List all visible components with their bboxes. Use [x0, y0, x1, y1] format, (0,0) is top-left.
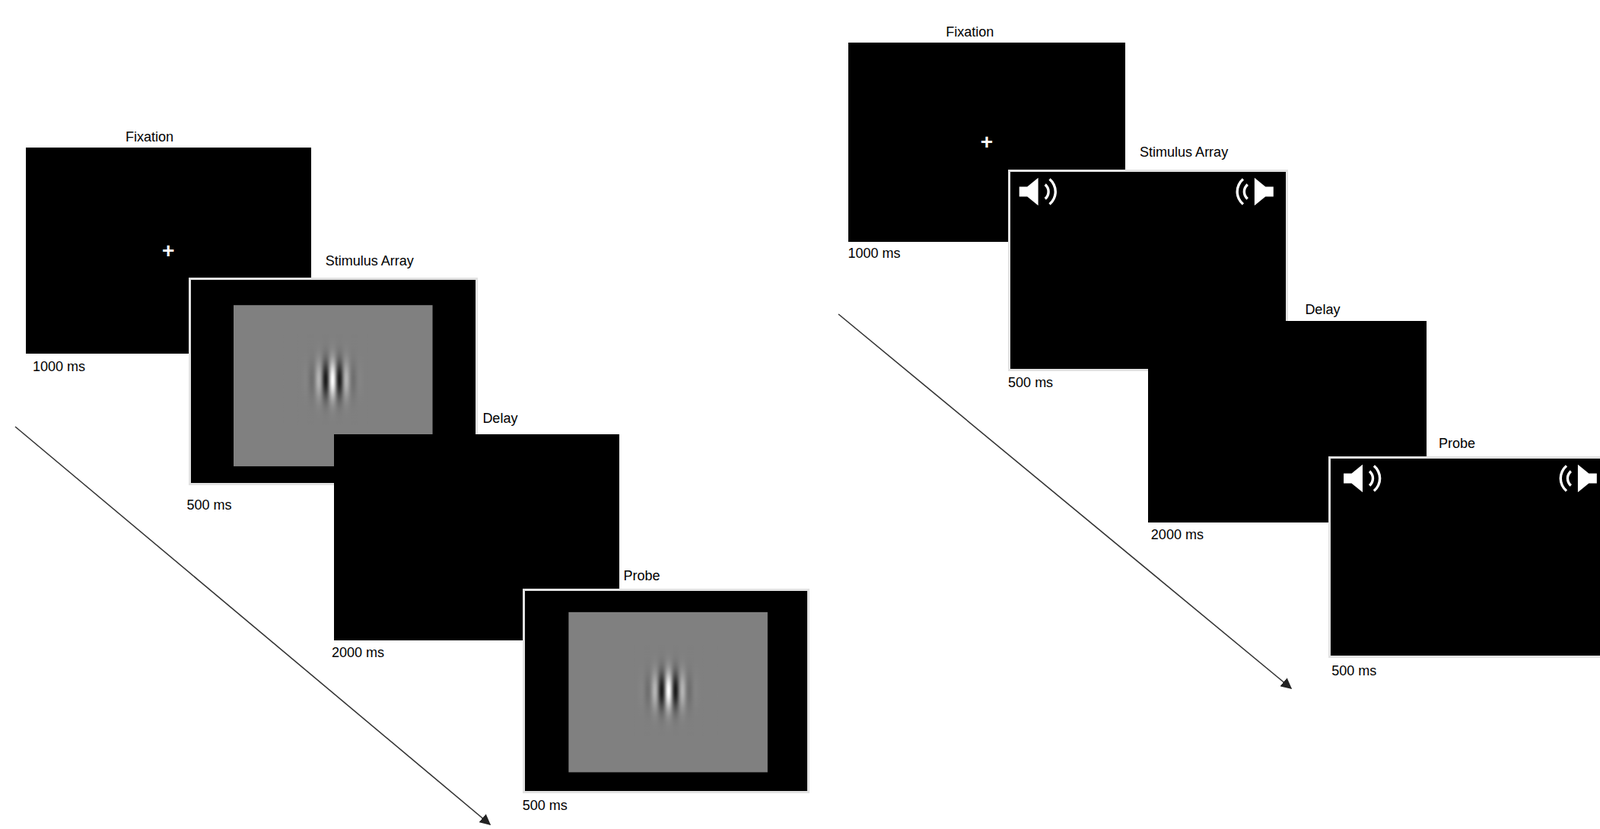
gabor-patch [283, 330, 382, 430]
stimulus-illustration [1330, 458, 1600, 662]
grey-background [568, 612, 768, 773]
duration-label: 2000 ms [331, 645, 385, 662]
screen-label: Probe [623, 568, 660, 586]
duration-label: 500 ms [186, 497, 232, 515]
duration-label: 500 ms [1008, 375, 1053, 392]
screen-label: Probe [1438, 435, 1476, 453]
screen-frame: Probe500 ms [522, 588, 810, 795]
stimulus-illustration [524, 591, 812, 797]
screen-label: Fixation [125, 129, 174, 147]
duration-label: 2000 ms [1151, 527, 1204, 544]
screen-frame: Probe500 ms [1328, 456, 1600, 659]
fixation-cross: + [162, 238, 175, 265]
duration-label: 500 ms [1331, 663, 1377, 681]
fixation-cross: + [980, 129, 993, 156]
screen-label: Delay [482, 410, 518, 428]
screen-label: Fixation [945, 24, 994, 42]
speaker-icon [1019, 177, 1057, 206]
speaker-icon [1236, 177, 1274, 206]
screen-label: Stimulus Array [1139, 144, 1228, 162]
speaker-icon [1343, 464, 1381, 493]
gabor-patch [618, 641, 718, 741]
duration-label: 1000 ms [848, 245, 901, 263]
duration-label: 500 ms [522, 798, 568, 815]
speaker-icon [1559, 464, 1597, 493]
screen-label: Delay [1304, 302, 1340, 319]
screen-label: Stimulus Array [325, 253, 414, 271]
duration-label: 1000 ms [32, 359, 86, 376]
